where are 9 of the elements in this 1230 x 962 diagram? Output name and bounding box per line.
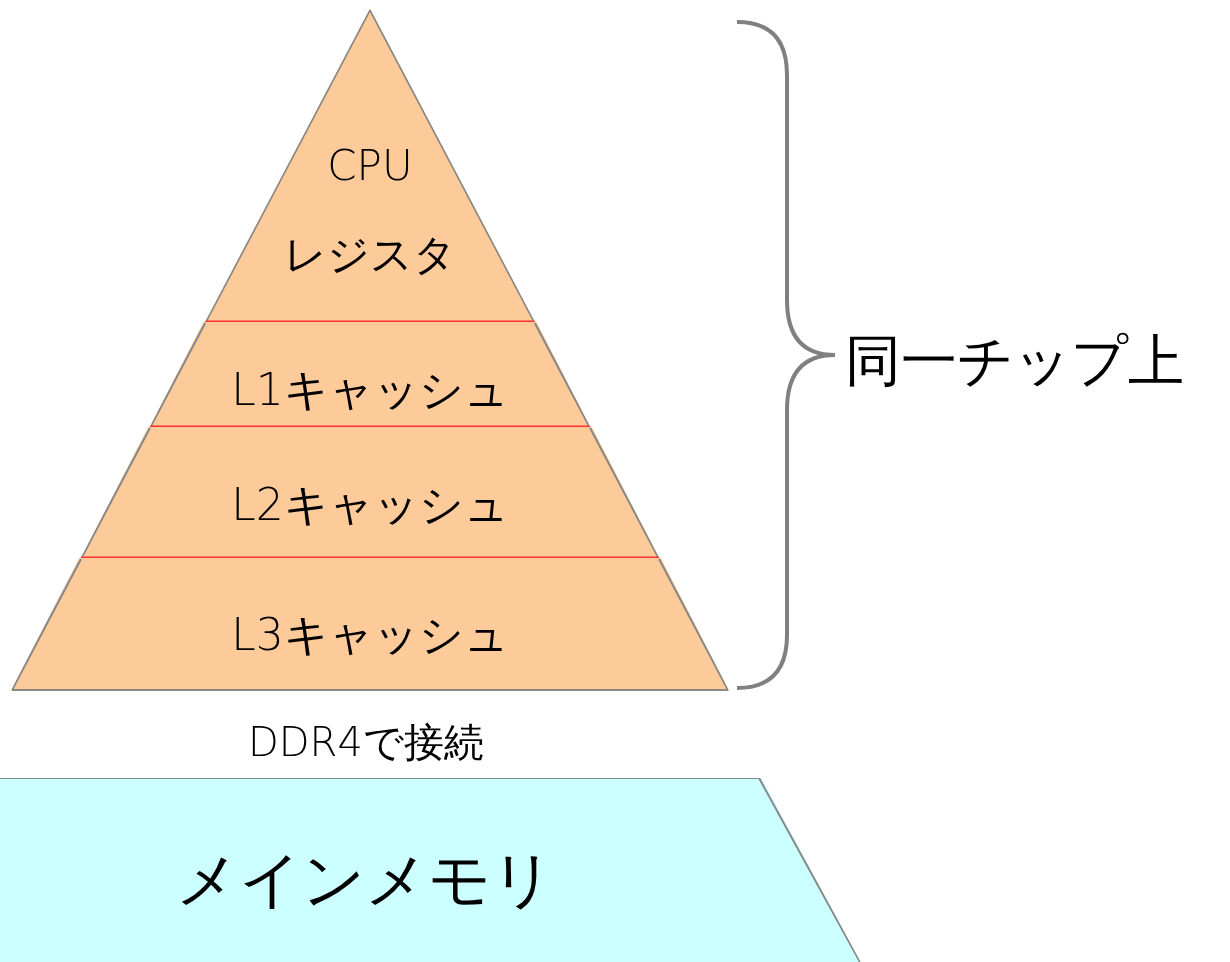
memory-band [0,778,862,962]
level-label: CPU [327,140,413,190]
level-label: レジスタ [284,229,456,281]
memory-label: メインメモリ [176,842,554,918]
level-label: L2キャッシュ [231,477,509,532]
level-label: L3キャッシュ [231,607,509,662]
level-label: L1キャッシュ [231,362,509,417]
connection-note: DDR4で接続 [248,717,484,767]
bracket-label: 同一チップ上 [845,327,1184,395]
